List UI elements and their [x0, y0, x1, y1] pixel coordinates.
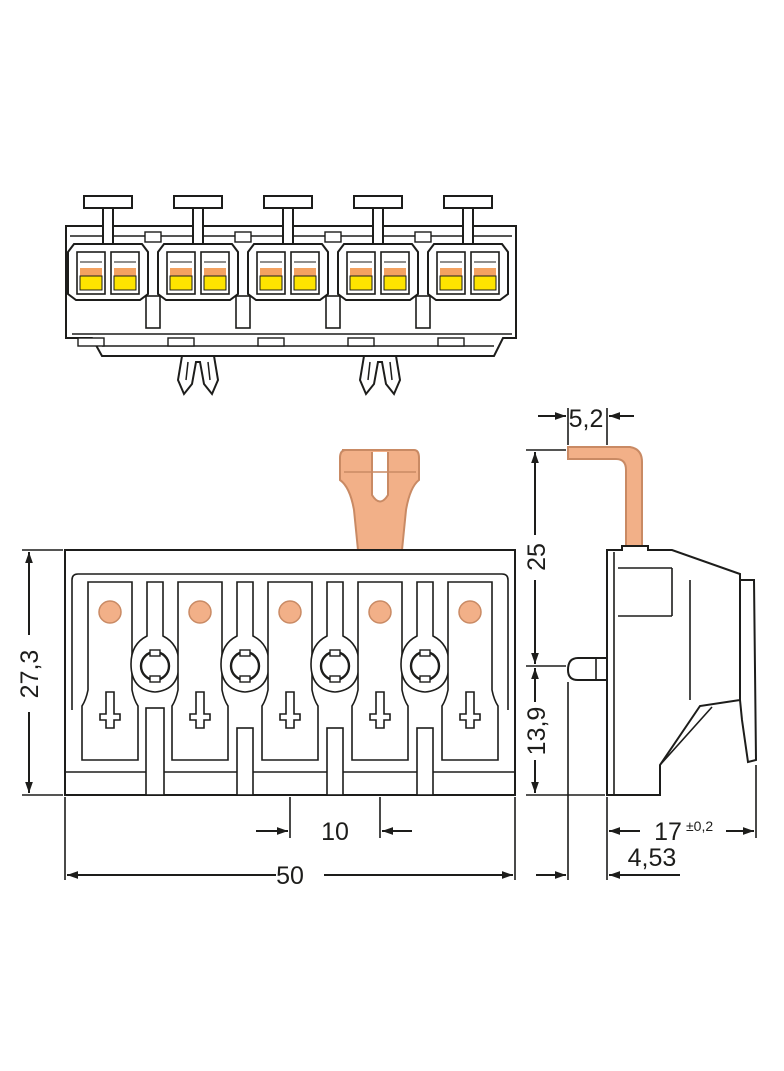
clamp-opening: [113, 275, 137, 291]
front-contact-slot: [81, 581, 180, 796]
dim-height-label: 27,3: [16, 650, 44, 699]
clamp-spring: [350, 268, 372, 276]
clamp-opening: [79, 275, 103, 291]
contact-pin-symbol: [369, 691, 391, 729]
clamp-opening: [169, 275, 193, 291]
clamp-spring: [170, 268, 192, 276]
dim-depth-tolerance-label: ±0,2: [686, 818, 713, 834]
side-pin: [566, 657, 608, 681]
front-view: [64, 449, 516, 796]
dim-lever-height-label: 25: [523, 543, 551, 571]
clamp-opening: [259, 275, 283, 291]
clamp-opening: [473, 275, 497, 291]
wire-entry-hole: [98, 600, 122, 624]
top-clamp-unit: [247, 195, 342, 347]
mounting-clip: [176, 355, 220, 396]
top-view-clamp-units: [67, 195, 509, 347]
wire-entry-hole: [188, 600, 212, 624]
clamp-spring: [384, 268, 406, 276]
clamp-opening: [439, 275, 463, 291]
clamp-spring: [114, 268, 136, 276]
wire-entry-hole: [278, 600, 302, 624]
front-view-contact-slots: [81, 581, 499, 796]
dim-pitch-label: 10: [321, 818, 349, 846]
top-clamp-unit: [337, 195, 432, 347]
mounting-clip: [358, 355, 402, 396]
contact-pin-symbol: [189, 691, 211, 729]
front-contact-slot: [441, 581, 499, 761]
clamp-opening: [203, 275, 227, 291]
contact-pin-symbol: [279, 691, 301, 729]
front-contact-slot: [171, 581, 270, 796]
side-view: [566, 446, 758, 796]
clamp-opening: [383, 275, 407, 291]
wire-entry-hole: [458, 600, 482, 624]
side-housing: [606, 545, 741, 796]
dim-lever-offset-label: 5,2: [569, 405, 604, 433]
contact-pin-symbol: [99, 691, 121, 729]
top-view: [65, 195, 517, 396]
front-contact-slot: [351, 581, 450, 796]
dim-depth-label: 17: [654, 818, 682, 846]
dim-pin-offset-label: 4,53: [628, 844, 677, 872]
top-clamp-unit: [427, 195, 509, 347]
wire-entry-hole: [368, 600, 392, 624]
clamp-spring: [80, 268, 102, 276]
clamp-opening: [293, 275, 317, 291]
top-view-mounting-clips: [176, 355, 402, 396]
clamp-spring: [204, 268, 226, 276]
dimension-lines: [22, 408, 757, 880]
clamp-spring: [474, 268, 496, 276]
side-release-lever: [567, 446, 643, 551]
top-clamp-unit: [67, 195, 162, 347]
dim-total-width-label: 50: [276, 862, 304, 890]
clamp-spring: [260, 268, 282, 276]
dim-pin-height-label: 13,9: [523, 707, 551, 756]
clamp-spring: [294, 268, 316, 276]
front-contact-slot: [261, 581, 360, 796]
contact-pin-symbol: [459, 691, 481, 729]
clamp-opening: [349, 275, 373, 291]
top-clamp-unit: [157, 195, 252, 347]
clamp-spring: [440, 268, 462, 276]
